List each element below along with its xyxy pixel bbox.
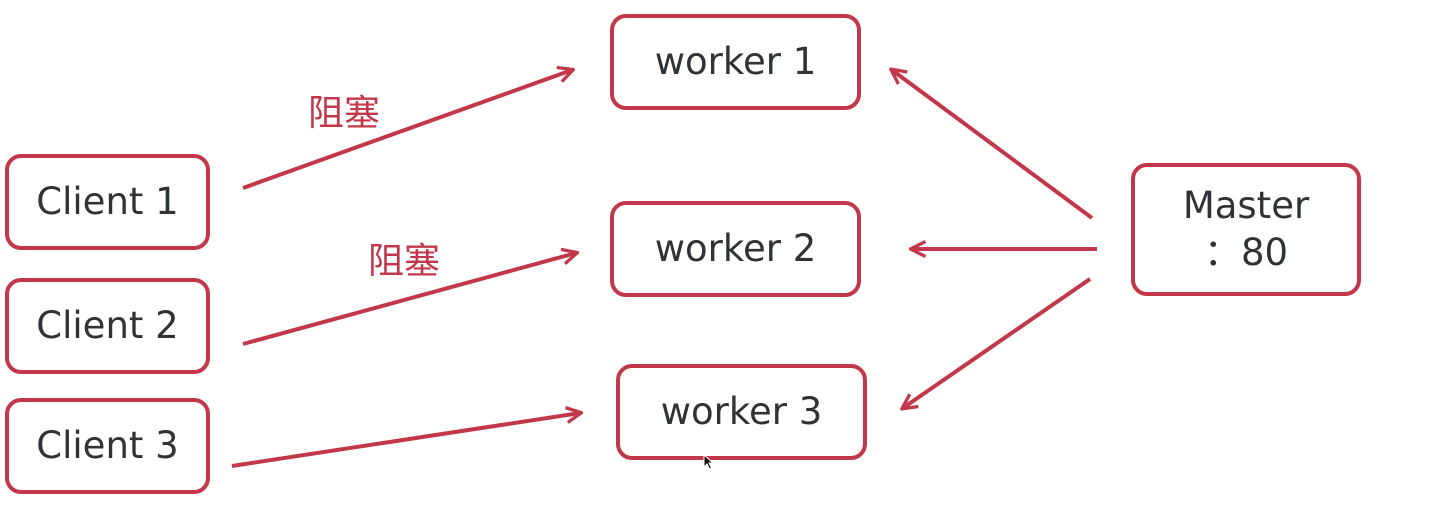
worker-3-label: worker 3 (660, 389, 823, 433)
client-2-label: Client 2 (36, 303, 179, 347)
client-3-label: Client 3 (36, 423, 179, 467)
arrow-client1-to-worker1 (242, 70, 572, 190)
blocking-label-2: 阻塞 (368, 241, 441, 282)
client-1-label: Client 1 (36, 179, 179, 223)
worker-3-node: worker 3 (616, 364, 867, 460)
arrow-client3-to-worker3 (231, 413, 580, 468)
master-node: Master ：80 (1131, 163, 1361, 296)
worker-1-node: worker 1 (610, 14, 861, 110)
client-3-node: Client 3 (5, 398, 210, 494)
client-1-node: Client 1 (5, 154, 210, 250)
worker-2-label: worker 2 (654, 226, 817, 270)
arrow-client2-to-worker2 (242, 253, 576, 346)
arrow-master-to-worker3 (903, 277, 1092, 408)
mouse-pointer-icon (703, 454, 715, 470)
worker-1-label: worker 1 (654, 39, 817, 83)
arrow-master-to-worker1 (892, 70, 1094, 220)
worker-2-node: worker 2 (610, 201, 861, 297)
master-label: Master (1182, 184, 1310, 228)
client-2-node: Client 2 (5, 278, 210, 374)
blocking-label-1: 阻塞 (308, 93, 381, 134)
master-port-label: ：80 (1203, 230, 1289, 274)
